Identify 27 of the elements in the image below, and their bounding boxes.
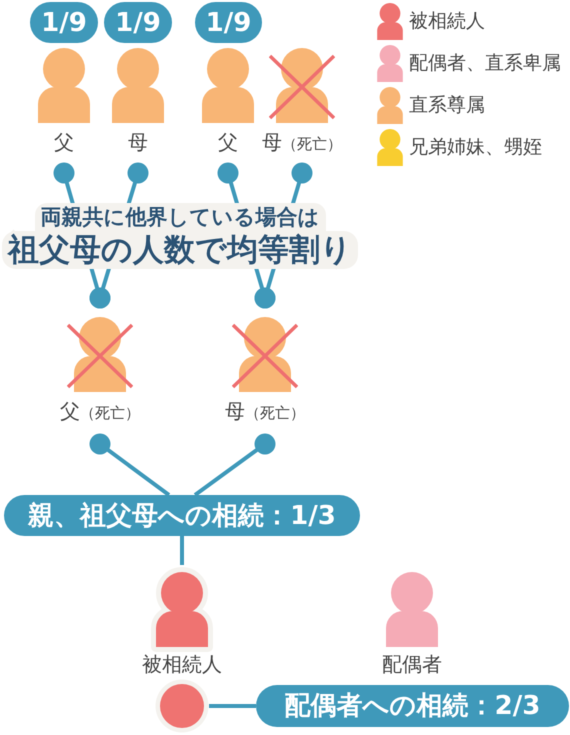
connector-line bbox=[90, 434, 170, 497]
share-badge: 親、祖父母への相続：1/3 bbox=[4, 495, 360, 536]
note-text: 両親共に他界している場合は bbox=[34, 203, 326, 231]
name-label: 父 bbox=[54, 130, 74, 154]
note-heading: 祖父母の人数で均等割り bbox=[2, 231, 358, 269]
name-label: 母 bbox=[262, 130, 282, 154]
name-label: 母 bbox=[225, 399, 245, 423]
connector-line bbox=[194, 434, 276, 497]
connector-line bbox=[209, 704, 256, 708]
name-label: 母 bbox=[128, 130, 148, 154]
status-label: （死亡） bbox=[282, 134, 342, 155]
name-label: 父 bbox=[60, 399, 80, 423]
legend-label: 被相続人 bbox=[409, 9, 485, 33]
share-badge: 1/9 bbox=[30, 2, 98, 43]
share-badge: 配偶者への相続：2/3 bbox=[256, 685, 569, 727]
circle-marker bbox=[155, 679, 209, 733]
status-label: （死亡） bbox=[80, 403, 140, 424]
legend-label: 直系尊属 bbox=[409, 93, 485, 117]
name-label: 父 bbox=[218, 130, 238, 154]
share-badge: 1/9 bbox=[195, 2, 262, 43]
share-badge: 1/9 bbox=[104, 2, 172, 43]
name-label: 配偶者 bbox=[382, 652, 442, 676]
legend-label: 兄弟姉妹、甥姪 bbox=[409, 135, 542, 159]
name-label: 被相続人 bbox=[142, 652, 222, 676]
connector-line bbox=[180, 536, 184, 565]
status-label: （死亡） bbox=[245, 403, 305, 424]
legend-label: 配偶者、直系卑属 bbox=[409, 51, 561, 75]
